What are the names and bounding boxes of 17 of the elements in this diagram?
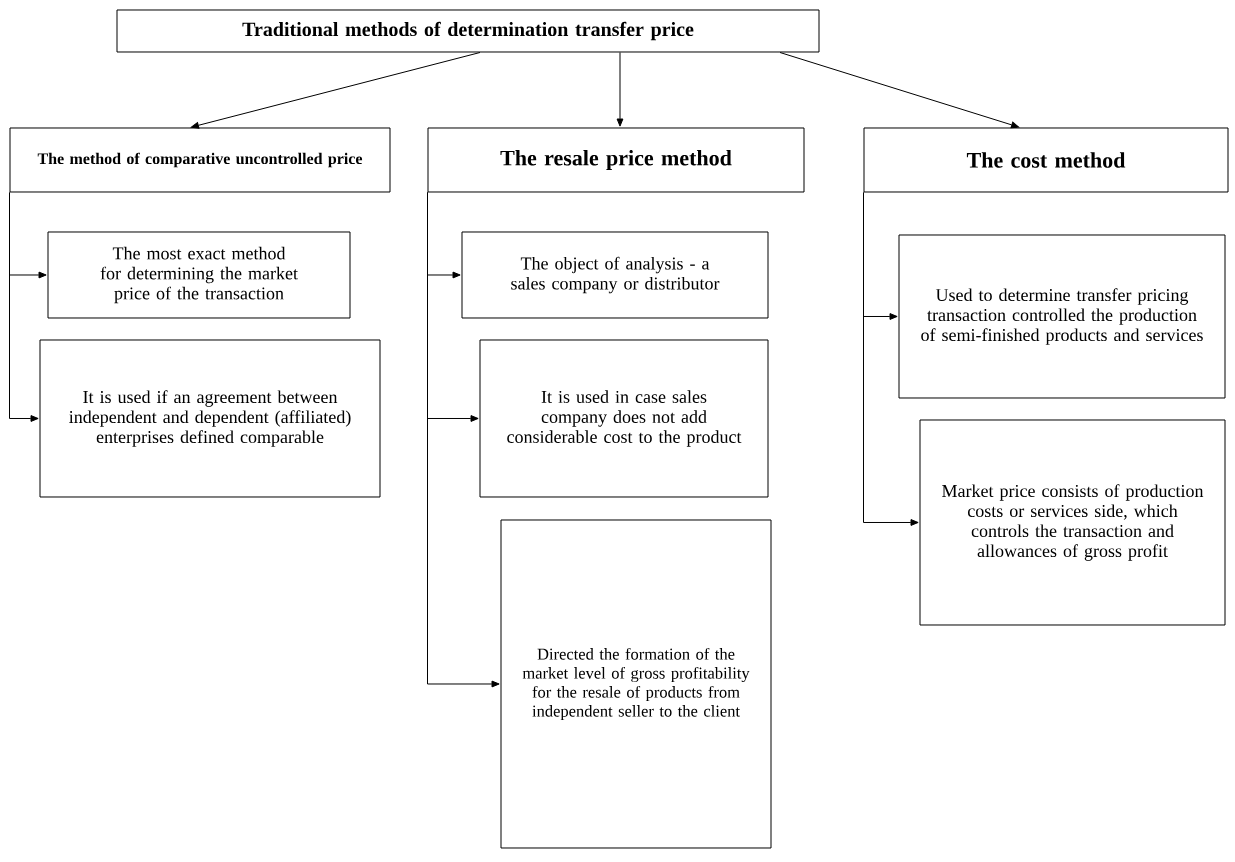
description-box: Directed the formation of the market level of gross profitability for the resale of products from independent seller to the client — [500, 519, 772, 849]
method-box: The method of comparative uncontrolled price — [9, 127, 391, 193]
description-box: It is used if an agreement between independent and dependent (affiliated) enterprises defined comparable — [39, 339, 381, 498]
arrow — [9, 192, 39, 422]
description-box: Used to determine transfer pricing transaction controlled the production of semi-finished products and services — [898, 234, 1226, 399]
arrow — [427, 192, 500, 688]
arrow — [616, 52, 624, 127]
arrow — [190, 52, 481, 129]
title-box: Traditional methods of determination transfer price — [116, 9, 820, 53]
arrow — [863, 192, 919, 526]
method-box: The cost method — [863, 127, 1229, 193]
description-box: The most exact method for determining the market price of the transaction — [47, 231, 351, 319]
description-box: The object of analysis - a sales company or distributor — [461, 231, 769, 319]
description-box: It is used in case sales company does not add considerable cost to the product — [479, 339, 769, 498]
arrow — [779, 52, 1020, 129]
method-box: The resale price method — [427, 127, 805, 193]
description-box: Market price consists of production costs or services side, which controls the transaction and allowances of gross profit — [919, 419, 1226, 626]
